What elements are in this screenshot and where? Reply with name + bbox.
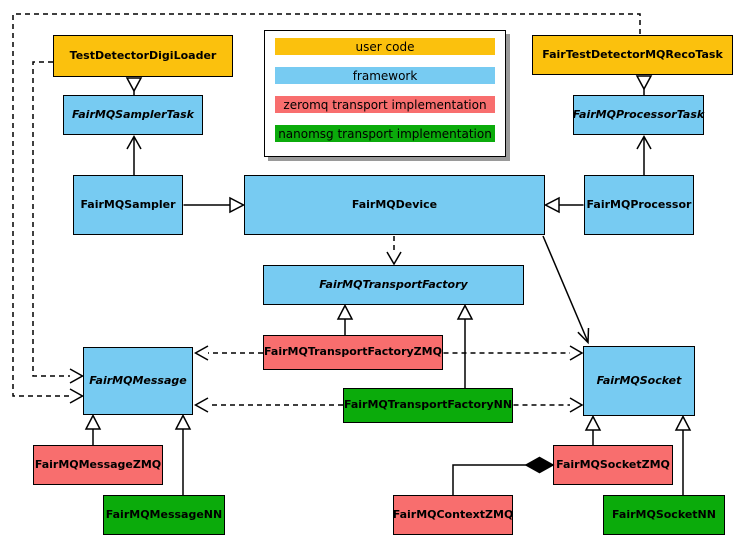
edge-factorynn-message xyxy=(193,397,343,413)
edge-processortask-fairtestdetectormqrecotask xyxy=(635,75,653,95)
node-fairmqmessagezmq: FairMQMessageZMQ xyxy=(33,445,163,485)
edge-contextzmq-socketzmq xyxy=(452,456,555,495)
legend-item-zeromq: zeromq transport implementation xyxy=(275,96,495,113)
node-fairmqmessage: FairMQMessage xyxy=(83,347,193,415)
node-testdetectordigiloader: TestDetectorDigiLoader xyxy=(53,35,233,77)
node-fairmqtransportfactoryzmq: FairMQTransportFactoryZMQ xyxy=(263,335,443,370)
node-fairmqprocessor: FairMQProcessor xyxy=(584,175,694,235)
edge-factorynn-factory xyxy=(456,303,474,388)
edge-messagezmq-message xyxy=(84,413,102,445)
node-fairmqprocessortask: FairMQProcessorTask xyxy=(573,95,704,135)
node-fairmqsocket: FairMQSocket xyxy=(583,346,695,416)
edge-processor-device xyxy=(543,196,584,214)
legend-item-user-code: user code xyxy=(275,38,495,55)
node-fairmqsampler: FairMQSampler xyxy=(73,175,183,235)
node-fairmqcontextzmq: FairMQContextZMQ xyxy=(393,495,513,535)
edge-factoryzmq-socket xyxy=(443,345,584,361)
edge-processor-processortask xyxy=(636,134,652,175)
edge-samplertask-testdetectordigiloader xyxy=(125,77,143,95)
legend-item-framework: framework xyxy=(275,67,495,84)
node-fairtestdetectormqrecotask: FairTestDetectorMQRecoTask xyxy=(532,35,733,75)
edge-socketzmq-socket xyxy=(584,414,602,445)
node-fairmqdevice: FairMQDevice xyxy=(244,175,545,235)
edge-factorynn-socket xyxy=(513,397,584,413)
edge-factoryzmq-factory xyxy=(336,303,354,335)
edge-factoryzmq-message xyxy=(193,345,263,361)
legend: user code framework zeromq transport imp… xyxy=(264,30,506,157)
node-fairmqsocketzmq: FairMQSocketZMQ xyxy=(553,445,673,485)
node-fairmqmessagenn: FairMQMessageNN xyxy=(103,495,225,535)
edge-device-socket xyxy=(542,235,590,345)
legend-item-nanomsg: nanomsg transport implementation xyxy=(275,125,495,142)
node-fairmqtransportfactory: FairMQTransportFactory xyxy=(263,265,524,305)
node-fairmqsamplertask: FairMQSamplerTask xyxy=(63,95,203,135)
edge-sampler-device xyxy=(183,196,246,214)
edge-sampler-samplertask xyxy=(126,134,142,175)
edge-socketnn-socket xyxy=(674,414,692,495)
node-fairmqsocketnn: FairMQSocketNN xyxy=(603,495,725,535)
edge-device-transportfactory xyxy=(386,236,402,266)
edge-messagenn-message xyxy=(174,413,192,495)
node-fairmqtransportfactorynn: FairMQTransportFactoryNN xyxy=(343,388,513,423)
